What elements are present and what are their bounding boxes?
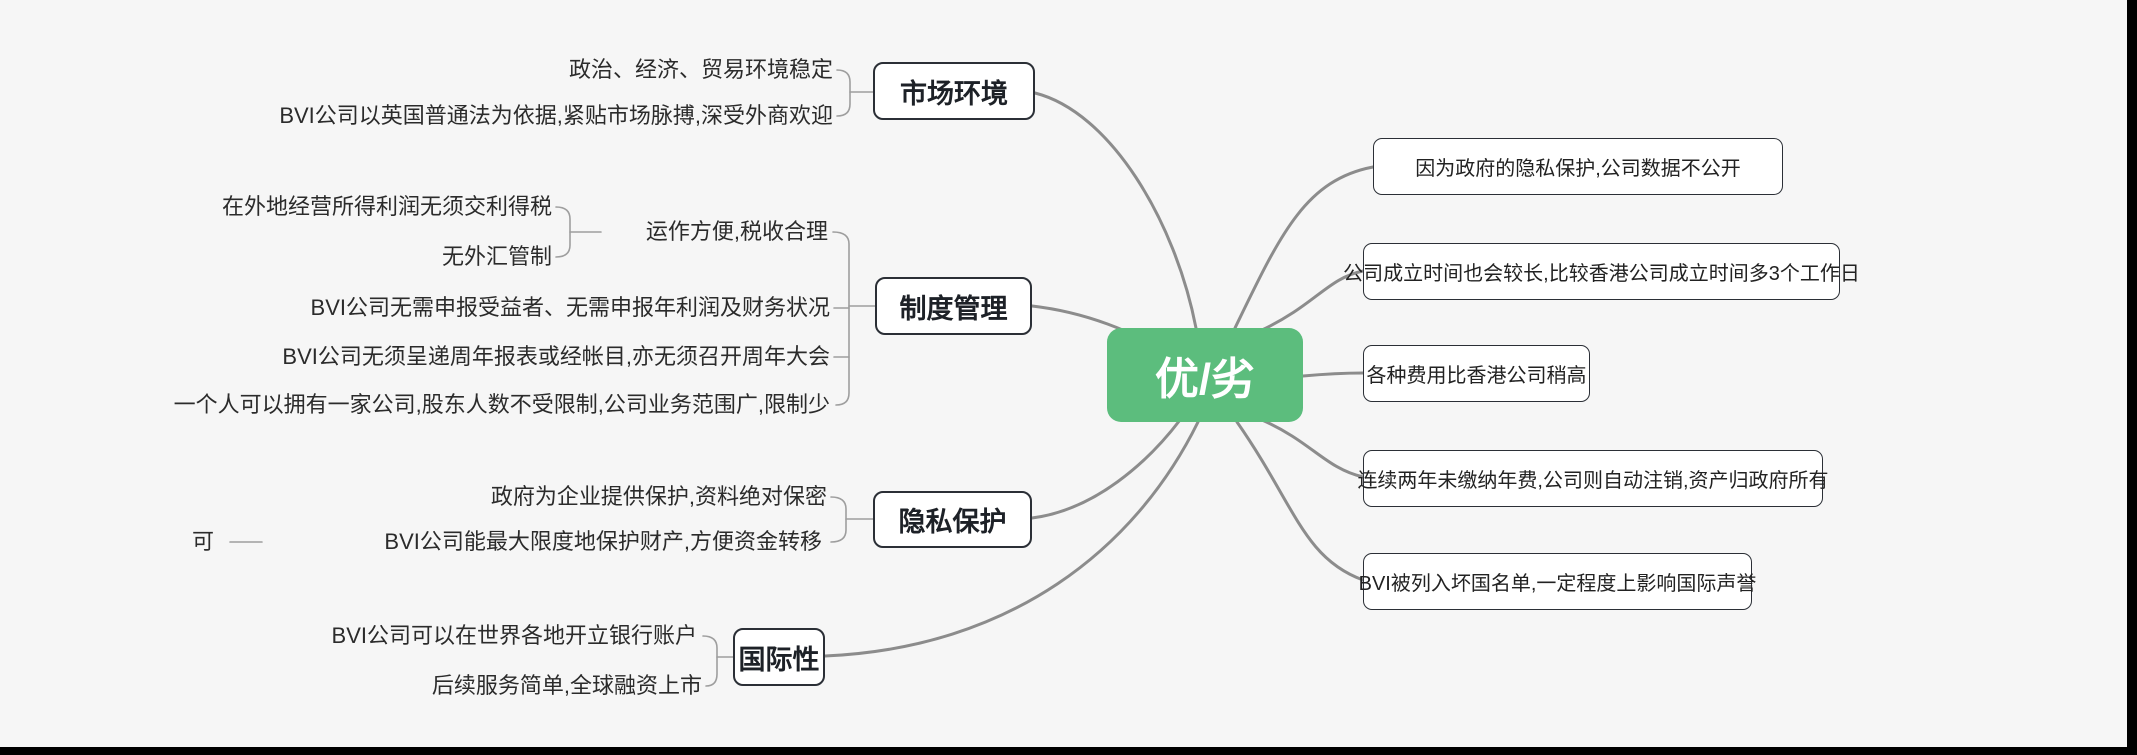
bracket-market-group <box>836 69 851 117</box>
branch-market-environment[interactable]: 市场环境 <box>873 62 1035 120</box>
leaf-privacy-government-protect[interactable]: 政府为企业提供保护,资料绝对保密 <box>490 484 827 509</box>
leaf-international-global-listing[interactable]: 后续服务简单,全球融资上市 <box>431 673 702 698</box>
con-box-higher-fees[interactable]: 各种费用比香港公司稍高 <box>1363 345 1590 402</box>
leaf-system-no-declare[interactable]: BVI公司无需申报受益者、无需申报年利润及财务状况 <box>310 295 830 320</box>
leaf-international-bank-account[interactable]: BVI公司可以在世界各地开立银行账户 <box>331 623 697 648</box>
con-box-data-not-public[interactable]: 因为政府的隐私保护,公司数据不公开 <box>1373 138 1783 195</box>
leaf-privacy-ke[interactable]: 可 <box>191 529 214 554</box>
curve-root-to-market <box>1033 91 1198 330</box>
bracket-system-group <box>832 231 850 406</box>
root-node[interactable]: 优/劣 <box>1107 328 1303 422</box>
branch-internationality[interactable]: 国际性 <box>733 628 825 686</box>
bracket-tax-subgroup <box>555 206 571 258</box>
leaf-system-one-person-company[interactable]: 一个人可以拥有一家公司,股东人数不受限制,公司业务范围广,限制少 <box>173 392 830 417</box>
con-box-longer-setup-time[interactable]: 公司成立时间也会较长,比较香港公司成立时间多3个工作日 <box>1343 243 1860 300</box>
branch-system-management[interactable]: 制度管理 <box>875 277 1032 335</box>
curve-root-to-con3 <box>1301 371 1365 378</box>
curve-root-to-con5 <box>1235 420 1365 582</box>
con-box-bad-country-list[interactable]: BVI被列入坏国名单,一定程度上影响国际声誉 <box>1359 553 1756 610</box>
bracket-international-group <box>702 635 718 687</box>
bracket-privacy-group <box>830 496 847 543</box>
leaf-market-stability[interactable]: 政治、经济、贸易环境稳定 <box>568 57 833 82</box>
leaf-system-no-forex-control[interactable]: 无外汇管制 <box>441 244 552 269</box>
branch-privacy-protection[interactable]: 隐私保护 <box>873 491 1032 548</box>
leaf-system-easy-operation[interactable]: 运作方便,税收合理 <box>645 219 828 244</box>
leaf-system-no-profit-tax[interactable]: 在外地经营所得利润无须交利得税 <box>221 194 552 219</box>
curve-root-to-con1 <box>1233 165 1375 330</box>
con-box-auto-deregistration[interactable]: 连续两年未缴纳年费,公司则自动注销,资产归政府所有 <box>1357 450 1829 507</box>
bottom-edge-bar <box>0 747 2137 755</box>
leaf-market-common-law[interactable]: BVI公司以英国普通法为依据,紧贴市场脉搏,深受外商欢迎 <box>279 103 833 128</box>
right-edge-bar <box>2127 0 2137 755</box>
curve-root-to-international <box>823 420 1200 658</box>
curve-root-to-privacy <box>1030 418 1182 520</box>
leaf-system-no-annual-report[interactable]: BVI公司无须呈递周年报表或经帐目,亦无须召开周年大会 <box>282 344 830 369</box>
leaf-privacy-protect-assets[interactable]: BVI公司能最大限度地保护财产,方便资金转移 <box>384 529 822 554</box>
curve-root-to-con4 <box>1260 418 1365 479</box>
curve-root-to-con2 <box>1260 269 1365 332</box>
